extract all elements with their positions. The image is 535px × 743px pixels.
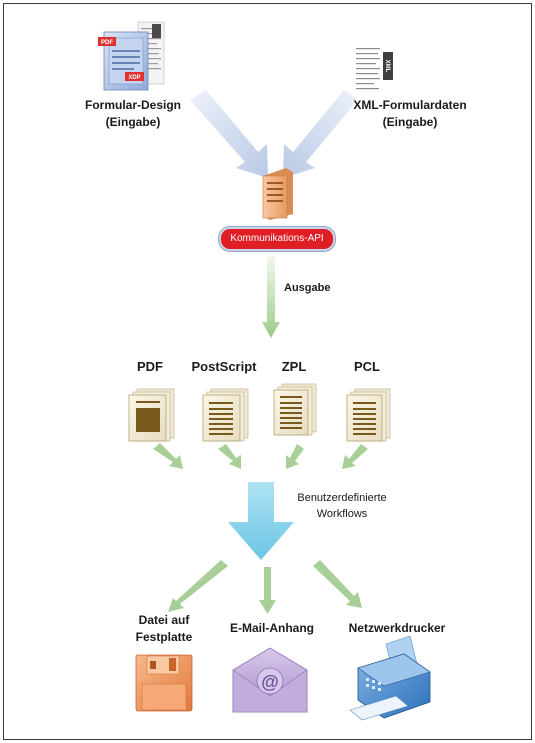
arrow-to-printer [313,560,362,608]
server-icon [262,168,293,220]
output-arrow [262,256,280,338]
format-label-postscript: PostScript [191,359,257,374]
xml-tag: XML [384,60,390,73]
destination-file-label: Datei auf Festplatte [122,612,206,646]
form-design-icon: PDF XDP [98,21,165,91]
email-envelope-icon: @ [232,647,308,713]
workflows-label-line2: Workflows [316,508,368,520]
form-design-label-line2: (Eingabe) [105,115,161,129]
xml-data-label-line2: (Eingabe) [382,115,438,129]
input-arrow-left [190,90,268,178]
pcl-document-icon [346,388,391,442]
workflow-arrow [228,482,294,560]
merge-arrow-postscript [218,444,241,469]
merge-arrow-pdf [153,443,183,469]
diagram-frame [3,3,532,740]
destination-file-label-line1: Datei auf [138,613,190,627]
xml-data-label-line1: XML-Formulardaten [353,98,467,112]
arrow-to-email [259,567,276,614]
format-label-pdf: PDF [137,359,163,374]
format-label-pcl: PCL [354,359,380,374]
postscript-document-icon [202,388,249,442]
workflows-label-line1: Benutzerdefinierte [297,492,387,504]
form-design-label: Formular-Design (Eingabe) [78,97,188,131]
merge-arrow-pcl [342,444,368,469]
destination-file-label-line2: Festplatte [135,630,193,644]
xml-data-icon: XML [356,48,393,90]
format-merge-arrows [153,443,368,469]
destination-printer-label: Netzwerkdrucker [348,621,446,635]
destination-arrows [168,560,362,614]
xml-data-label: XML-Formulardaten (Eingabe) [345,97,475,131]
communication-api-badge: Kommunikations-API [219,227,335,251]
svg-text:@: @ [261,672,279,692]
floppy-disk-icon [135,654,193,712]
destination-email-label: E-Mail-Anhang [230,621,314,635]
network-printer-icon [349,635,431,721]
pdf-document-icon [128,388,175,442]
form-design-label-line1: Formular-Design [84,98,181,112]
pdf-tag: PDF [101,40,113,46]
input-arrow-right [283,90,358,178]
zpl-document-icon [273,383,317,436]
format-label-zpl: ZPL [281,359,307,374]
arrow-to-file [168,560,228,612]
output-step-label: Ausgabe [284,282,331,294]
xdp-tag: XDP [128,75,140,81]
workflows-label: Benutzerdefinierte Workflows [286,490,398,522]
merge-arrow-zpl [286,444,304,469]
